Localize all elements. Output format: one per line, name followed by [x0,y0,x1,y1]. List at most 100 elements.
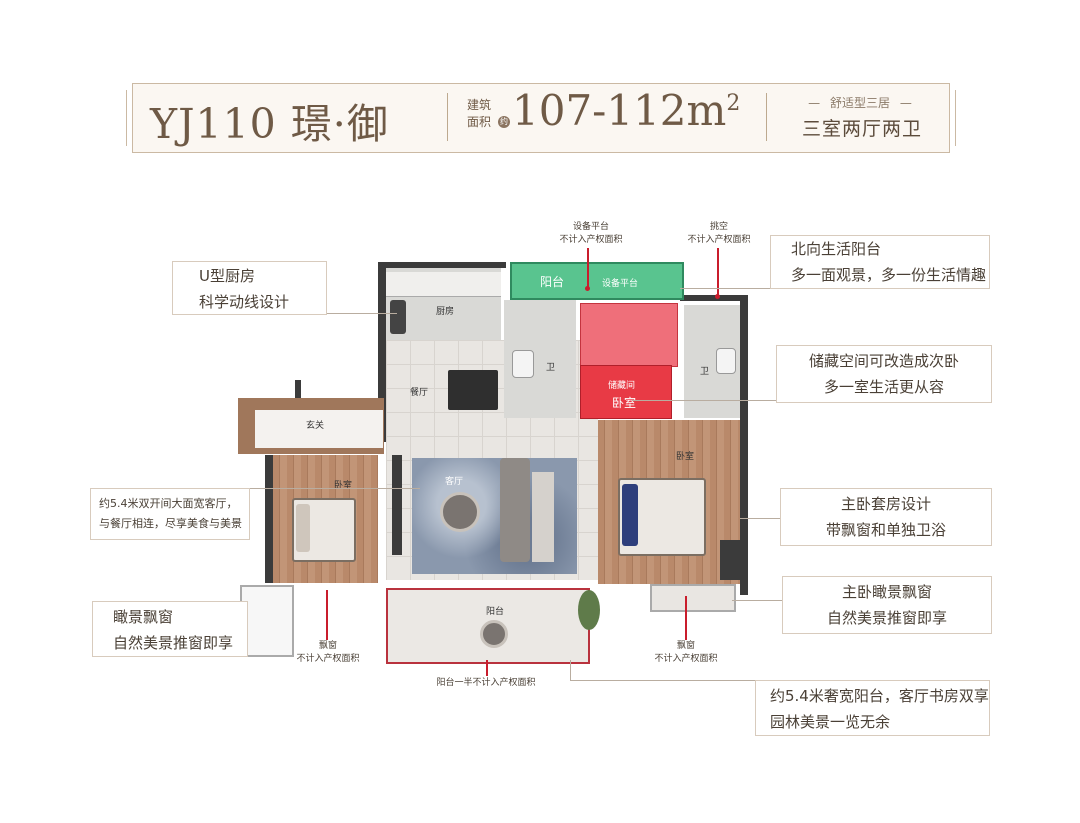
room-label-dining: 餐厅 [410,388,429,398]
type-tag: — 舒适型三居 — [808,96,912,110]
callout-line: 多一面观景，多一份生活情趣 [791,266,987,284]
bay-window-left [240,585,294,657]
room-label-storage-bedroom: 卧室 [612,396,637,410]
tv-wall [392,455,402,555]
wall [265,455,273,583]
room-label-bedroom-master: 卧室 [676,452,695,462]
pin-line [587,248,589,288]
room-label-foyer: 玄关 [306,421,325,431]
leader-line [632,400,776,401]
callout-master-window: 主卧瞰景飘窗 自然美景推窗即享 [782,576,992,634]
leader-line [570,660,571,680]
wall [378,262,386,442]
callout-line: 主卧套房设计 [840,495,931,513]
leader-line [570,680,755,681]
callout-line: 约5.4米双开间大面宽客厅， [99,497,238,510]
pin-line [685,596,687,640]
area-badge: 约 [498,116,510,128]
wall [680,295,740,301]
callout-kitchen: U型厨房 科学动线设计 [172,261,327,315]
balcony-table [480,620,508,648]
pin-dot [585,286,590,291]
callout-line: 园林美景一览无余 [770,713,891,731]
note-equipment-platform: 设备平台 不计入产权面积 [548,221,634,247]
area-value: 107-112m2 [512,86,740,135]
callout-line: 北向生活阳台 [791,240,882,258]
divider [447,93,448,141]
room-label-equip-platform: 设备平台 [602,279,639,289]
area-unit-superscript: 2 [726,91,741,116]
room-label-bath-left: 卫 [546,363,556,373]
header-banner [126,83,956,153]
area-label-line2: 面积 [466,115,491,129]
type-tag-text: 舒适型三居 [829,96,890,110]
toilet-icon [512,350,534,378]
leader-line [250,488,420,489]
pillow [296,504,310,552]
note-bay-window-right: 飘窗 不计入产权面积 [646,640,726,666]
callout-line: 瞰景飘窗 [113,608,174,626]
storage-bedroom-highlight [580,365,672,419]
note-bay-window-left: 飘窗 不计入产权面积 [288,640,368,666]
wall [740,295,748,595]
plant-icon [578,590,600,630]
leader-line [740,518,780,519]
note-line: 挑空 [709,222,728,232]
callout-master-suite: 主卧套房设计 带飘窗和单独卫浴 [780,488,992,546]
note-line: 设备平台 [572,222,609,232]
kitchen-counter [386,272,501,297]
pin-line [326,590,328,640]
area-number: 107-112m [512,86,727,135]
note-line: 不计入产权面积 [296,654,360,664]
callout-line: 主卧瞰景飘窗 [841,583,932,601]
pin-dot [715,294,720,299]
sofa [500,458,530,562]
note-line: 飘窗 [318,641,337,651]
callout-line: U型厨房 [199,267,255,285]
wall [378,262,506,268]
area-label-line1: 建筑 [466,98,491,112]
callout-line: 科学动线设计 [199,293,290,311]
callout-line: 与餐厅相连，尽享美食与美景 [99,517,242,530]
room-label-bedroom-left: 卧室 [334,481,353,491]
room-label-balcony-north: 阳台 [540,275,565,289]
divider [766,93,767,141]
note-void: 挑空 不计入产权面积 [676,221,762,247]
room-label-bath-right: 卫 [700,367,710,377]
callout-north-balcony: 北向生活阳台 多一面观景，多一份生活情趣 [770,235,990,289]
bay-window-right [650,584,736,612]
foyer-floor [255,410,383,448]
model-title: YJ110 璟·御 [150,100,389,148]
callout-view-window: 瞰景飘窗 自然美景推窗即享 [92,601,248,657]
coffee-table [440,492,480,532]
pin-line [486,660,488,676]
note-line: 不计入产权面积 [654,654,718,664]
note-line: 不计入产权面积 [559,235,623,245]
room-label-kitchen: 厨房 [436,307,455,317]
room-label-balcony-south: 阳台 [486,607,505,617]
callout-south-balcony: 约5.4米奢宽阳台，客厅书房双享 园林美景一览无余 [755,680,990,736]
room-label-living: 客厅 [445,477,464,487]
wall [295,380,301,402]
callout-line: 多一室生活更从容 [823,378,944,396]
toilet-icon [716,348,736,374]
callout-line: 储藏空间可改造成次卧 [808,352,959,370]
leader-line [732,600,782,601]
dining-table [448,370,498,410]
storage-highlight [580,303,678,367]
north-balcony-highlight [510,262,684,300]
leader-line [327,313,397,314]
room-label-storage: 储藏间 [608,381,636,391]
callout-line: 带飘窗和单独卫浴 [825,521,946,539]
side-sofa [532,472,554,562]
note-line: 飘窗 [676,641,695,651]
pillow [622,484,638,546]
callout-line: 约5.4米奢宽阳台，客厅书房双享 [770,687,989,705]
pin-line [717,248,719,296]
callout-line: 自然美景推窗即享 [826,609,947,627]
area-label: 建筑 面积 [462,97,496,131]
callout-living: 约5.4米双开间大面宽客厅， 与餐厅相连，尽享美食与美景 [90,488,250,540]
note-line: 不计入产权面积 [687,235,751,245]
callout-line: 自然美景推窗即享 [113,634,234,652]
stove-icon [390,300,406,334]
